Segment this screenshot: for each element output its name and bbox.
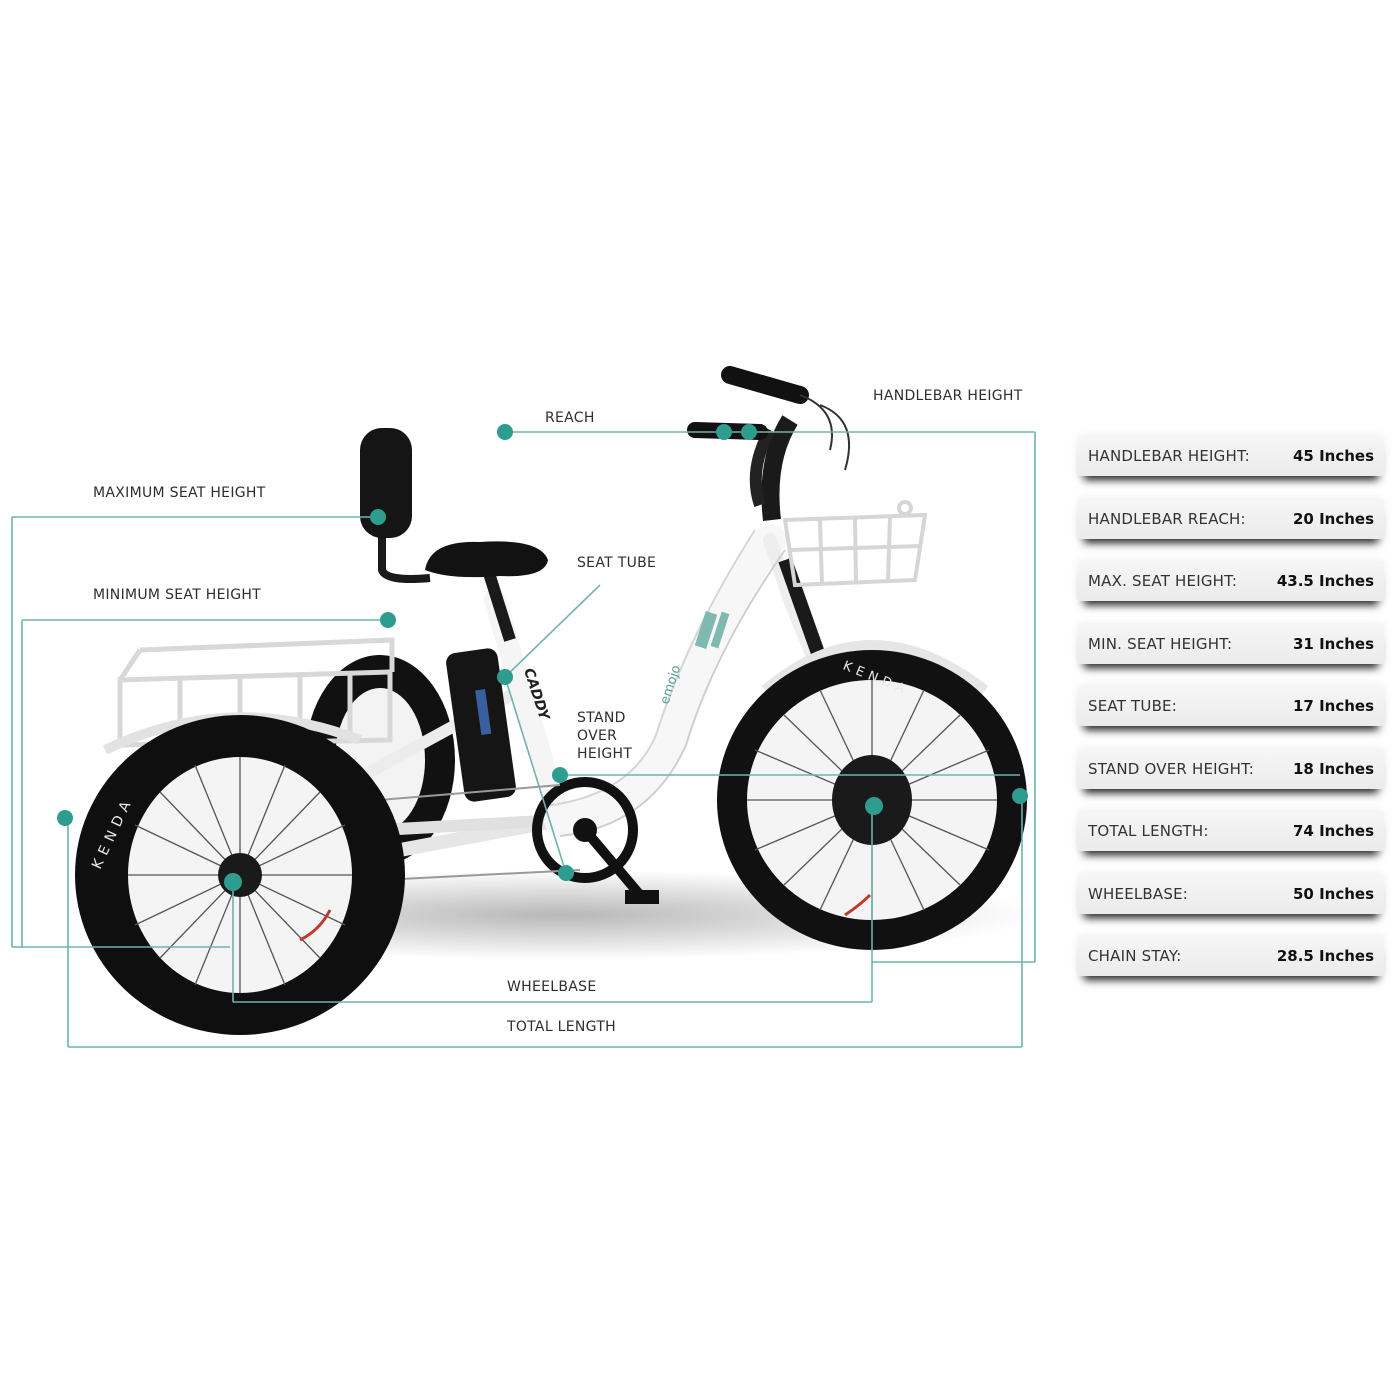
spec-value: 28.5 Inches — [1276, 947, 1374, 965]
seat-tube-top-dot — [497, 669, 513, 685]
total-length-label: TOTAL LENGTH — [507, 1019, 617, 1035]
stem — [761, 415, 798, 522]
min-seat-height-dot — [380, 612, 396, 628]
spec-row-stand-over-height: STAND OVER HEIGHT: 18 Inches — [1078, 748, 1384, 789]
maximum-seat-height-label: MAXIMUM SEAT HEIGHT — [93, 485, 266, 501]
spec-row-min-seat-height: MIN. SEAT HEIGHT: 31 Inches — [1078, 623, 1384, 664]
front-basket — [782, 500, 928, 588]
seat-tube-label: SEAT TUBE — [577, 555, 657, 571]
handlebar-height-dot — [741, 424, 757, 440]
spec-row-handlebar-height: HANDLEBAR HEIGHT: 45 Inches — [1078, 436, 1384, 476]
spec-name: HANDLEBAR HEIGHT: — [1088, 447, 1250, 465]
spec-name: TOTAL LENGTH: — [1088, 822, 1209, 840]
wheelbase-label: WHEELBASE — [507, 979, 597, 995]
spec-name: WHEELBASE: — [1088, 884, 1189, 903]
spec-name: STAND OVER HEIGHT: — [1088, 759, 1255, 778]
backrest-post — [378, 520, 431, 583]
spec-row-seat-tube: SEAT TUBE: 17 Inches — [1078, 686, 1384, 726]
front-fender — [761, 640, 989, 694]
reach-label: REACH — [545, 410, 595, 426]
rear-wheel-near: KENDA — [75, 715, 405, 1035]
spec-value: 45 Inches — [1292, 447, 1374, 465]
spec-row-chain-stay: CHAIN STAY: 28.5 Inches — [1078, 936, 1384, 976]
spec-name: SEAT TUBE: — [1088, 697, 1177, 715]
callout-dots — [57, 424, 1028, 891]
spec-value: 74 Inches — [1292, 822, 1374, 840]
stand-over-height-label: STAND OVER HEIGHT — [577, 710, 633, 762]
dimension-lines — [11, 431, 1036, 1048]
spec-name: HANDLEBAR REACH: — [1088, 509, 1246, 528]
front-extent-dot — [1012, 788, 1028, 804]
spec-value: 20 Inches — [1292, 509, 1374, 528]
bottom-bracket-dot — [558, 865, 574, 881]
reach-start-dot — [497, 424, 513, 440]
spec-value: 17 Inches — [1292, 697, 1374, 715]
rear-axle-dot — [224, 873, 242, 891]
handlebar-grip-top — [721, 366, 809, 404]
chainring — [532, 777, 638, 883]
spec-value: 31 Inches — [1292, 634, 1374, 653]
front-axle-dot — [865, 797, 883, 815]
spec-row-total-length: TOTAL LENGTH: 74 Inches — [1078, 811, 1384, 851]
backrest — [360, 428, 412, 538]
rear-extent-dot — [57, 810, 73, 826]
spec-name: MAX. SEAT HEIGHT: — [1088, 572, 1238, 590]
max-seat-height-dot — [370, 509, 386, 525]
reach-end-dot — [716, 424, 732, 440]
spec-value: 43.5 Inches — [1276, 572, 1374, 590]
seat — [425, 541, 548, 578]
spec-value: 50 Inches — [1292, 884, 1374, 903]
spec-row-wheelbase: WHEELBASE: 50 Inches — [1078, 873, 1384, 914]
handlebar-height-label: HANDLEBAR HEIGHT — [873, 388, 1023, 404]
spec-row-max-seat-height: MAX. SEAT HEIGHT: 43.5 Inches — [1078, 561, 1384, 601]
spec-name: CHAIN STAY: — [1088, 947, 1182, 965]
spec-name: MIN. SEAT HEIGHT: — [1088, 634, 1233, 653]
spec-value: 18 Inches — [1292, 759, 1374, 778]
spec-table: HANDLEBAR HEIGHT: 45 Inches HANDLEBAR RE… — [1078, 436, 1384, 999]
minimum-seat-height-label: MINIMUM SEAT HEIGHT — [93, 587, 262, 603]
spec-row-handlebar-reach: HANDLEBAR REACH: 20 Inches — [1078, 498, 1384, 539]
stand-over-dot — [552, 767, 568, 783]
